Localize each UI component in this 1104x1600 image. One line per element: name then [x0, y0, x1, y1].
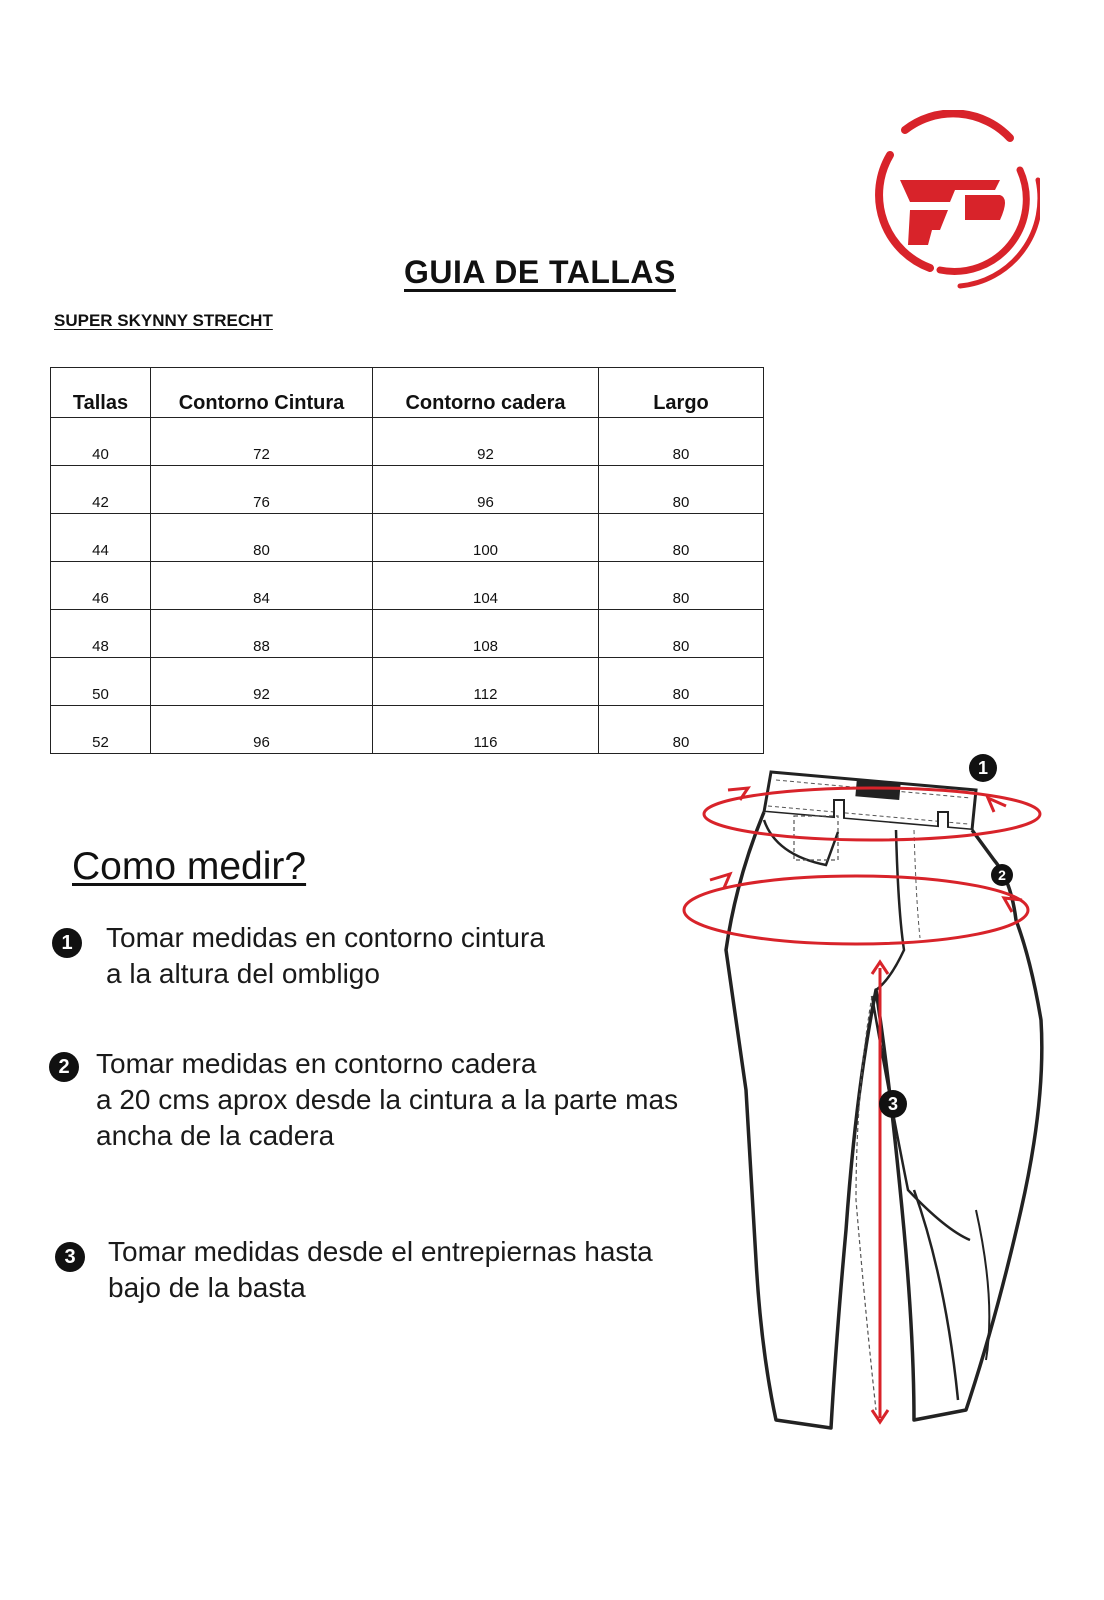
- cell-cintura: 84: [150, 561, 373, 610]
- step-2-line-3: ancha de la cadera: [96, 1120, 335, 1151]
- cell-talla: 50: [50, 657, 151, 706]
- step-2-number-icon: 2: [49, 1052, 79, 1082]
- step-1-number-icon: 1: [52, 928, 82, 958]
- table-row: 46 84 104 80: [50, 561, 764, 610]
- step-2-line-1: Tomar medidas en contorno cadera: [96, 1048, 537, 1079]
- header-tallas: Tallas: [50, 367, 151, 418]
- cell-largo: 80: [598, 561, 764, 610]
- table-row: 40 72 92 80: [50, 417, 764, 466]
- step-1-line-1: Tomar medidas en contorno cintura: [106, 922, 545, 953]
- step-1-text: Tomar medidas en contorno cintura a la a…: [106, 920, 545, 992]
- header-largo: Largo: [598, 367, 764, 418]
- cell-cintura: 80: [150, 513, 373, 562]
- header-contorno-cadera: Contorno cadera: [372, 367, 599, 418]
- step-2-text: Tomar medidas en contorno cadera a 20 cm…: [96, 1046, 678, 1154]
- step-2-line-2: a 20 cms aprox desde la cintura a la par…: [96, 1084, 679, 1115]
- cell-cadera: 96: [372, 465, 599, 514]
- marker-3-icon: 3: [879, 1090, 907, 1118]
- cell-talla: 48: [50, 609, 151, 658]
- cell-cintura: 96: [150, 705, 373, 754]
- cell-talla: 52: [50, 705, 151, 754]
- cell-talla: 44: [50, 513, 151, 562]
- cell-largo: 80: [598, 417, 764, 466]
- cell-cadera: 100: [372, 513, 599, 562]
- cell-largo: 80: [598, 657, 764, 706]
- cell-cadera: 104: [372, 561, 599, 610]
- cell-cadera: 92: [372, 417, 599, 466]
- cell-cadera: 112: [372, 657, 599, 706]
- cell-talla: 46: [50, 561, 151, 610]
- cell-talla: 42: [50, 465, 151, 514]
- step-3-number-icon: 3: [55, 1242, 85, 1272]
- cell-cadera: 116: [372, 705, 599, 754]
- cell-cadera: 108: [372, 609, 599, 658]
- page-title: GUIA DE TALLAS: [404, 254, 676, 290]
- table-row: 44 80 100 80: [50, 513, 764, 562]
- cell-largo: 80: [598, 513, 764, 562]
- cell-largo: 80: [598, 705, 764, 754]
- jeans-illustration: [682, 770, 1044, 1430]
- header-contorno-cintura: Contorno Cintura: [150, 367, 373, 418]
- cell-cintura: 72: [150, 417, 373, 466]
- brand-logo: [875, 110, 1040, 289]
- cell-cintura: 76: [150, 465, 373, 514]
- step-3-line-2: bajo de la basta: [108, 1272, 306, 1303]
- how-to-measure-title: Como medir?: [72, 845, 307, 888]
- cell-largo: 80: [598, 609, 764, 658]
- table-row: 50 92 112 80: [50, 657, 764, 706]
- cell-talla: 40: [50, 417, 151, 466]
- marker-2-icon: 2: [991, 864, 1013, 886]
- marker-1-icon: 1: [969, 754, 997, 782]
- step-3-text: Tomar medidas desde el entrepiernas hast…: [108, 1234, 653, 1306]
- table-header-row: Tallas Contorno Cintura Contorno cadera …: [50, 367, 764, 418]
- cell-cintura: 92: [150, 657, 373, 706]
- table-row: 42 76 96 80: [50, 465, 764, 514]
- table-row: 52 96 116 80: [50, 705, 764, 754]
- product-subtitle: SUPER SKYNNY STRECHT: [54, 311, 273, 330]
- cell-largo: 80: [598, 465, 764, 514]
- size-table: Tallas Contorno Cintura Contorno cadera …: [50, 367, 764, 754]
- table-row: 48 88 108 80: [50, 609, 764, 658]
- step-3-line-1: Tomar medidas desde el entrepiernas hast…: [108, 1236, 653, 1267]
- step-1-line-2: a la altura del ombligo: [106, 958, 380, 989]
- cell-cintura: 88: [150, 609, 373, 658]
